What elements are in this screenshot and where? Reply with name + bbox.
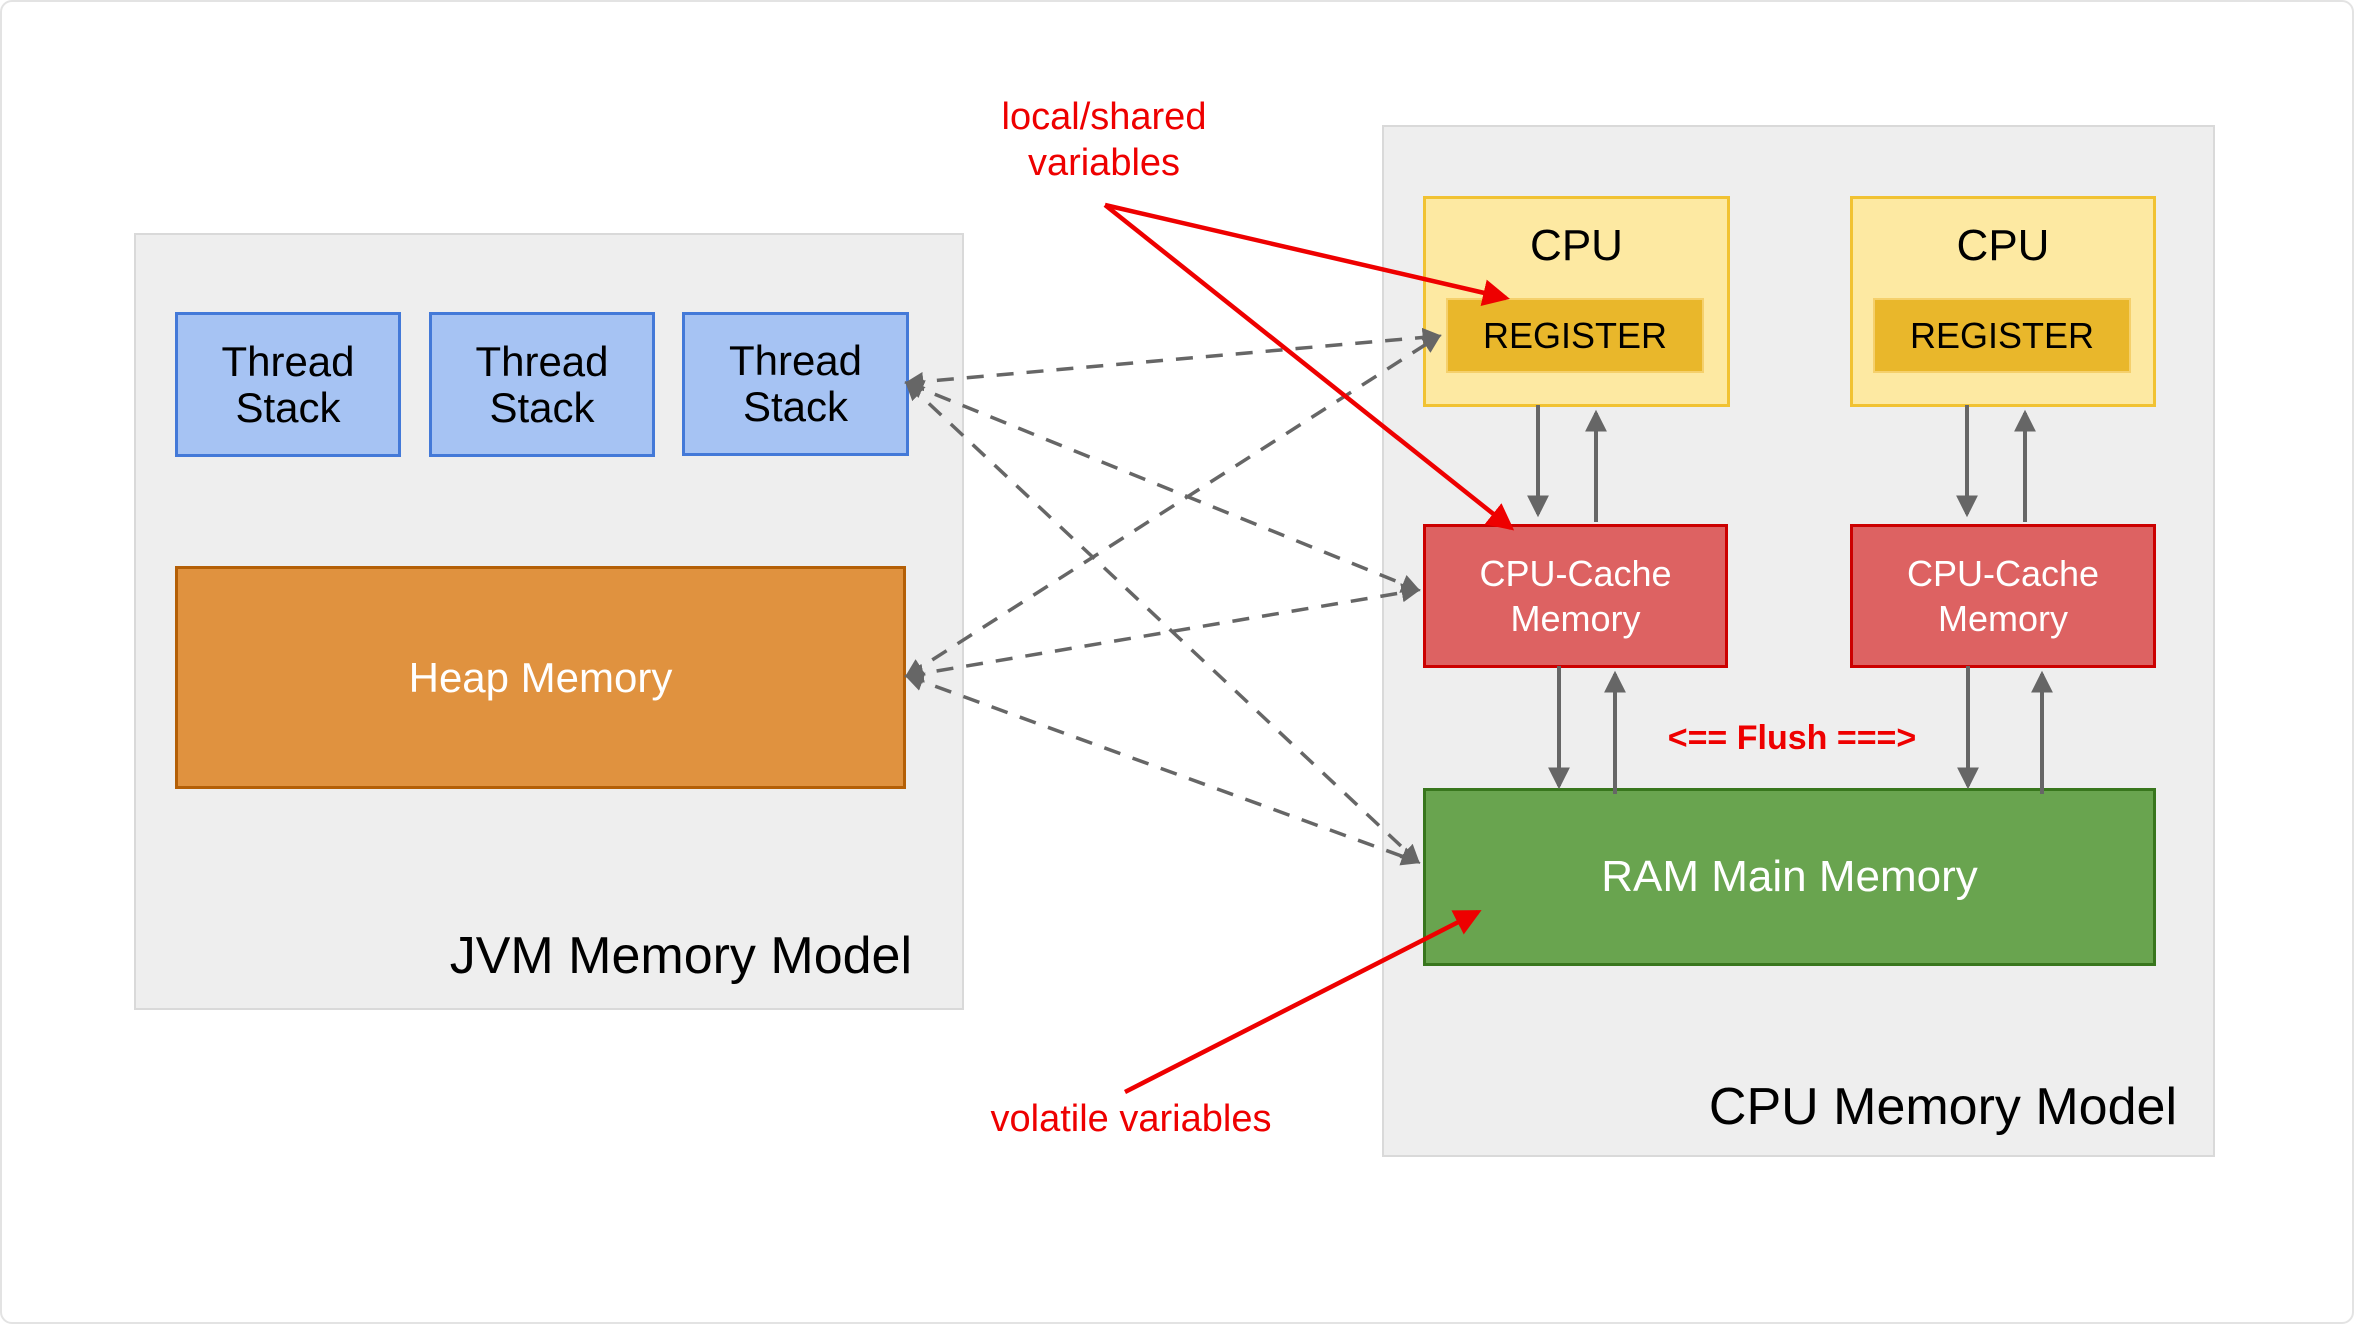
- dashed-arrow-threadstack-cache: [904, 380, 1421, 593]
- cpu-label: CPU: [1956, 221, 2050, 270]
- thread-stack-label: Thread Stack: [221, 337, 355, 431]
- thread-stack-box: Thread Stack: [175, 312, 401, 457]
- dashed-arrow-threadstack-ram: [904, 381, 1421, 864]
- heap-memory-label: Heap Memory: [408, 653, 673, 701]
- annotation-local-shared-variables: local/shared variables: [1001, 96, 1207, 184]
- cpu-panel: CPU REGISTER CPU REGISTER CPU-Cache Memo…: [1382, 125, 2215, 1157]
- dashed-arrow-heap-ram: [904, 672, 1421, 866]
- cpu-cache-label: CPU-Cache Memory: [1479, 553, 1672, 639]
- ram-main-memory-label: RAM Main Memory: [1601, 852, 1978, 901]
- annotation-volatile-variables: volatile variables: [990, 1098, 1272, 1140]
- dashed-arrow-heap-cache: [904, 583, 1421, 683]
- ram-main-memory-box: RAM Main Memory: [1423, 788, 2156, 966]
- cpu-label: CPU: [1530, 221, 1623, 270]
- register-box: REGISTER: [1446, 298, 1704, 373]
- cpu-cache-label: CPU-Cache Memory: [1906, 553, 2100, 639]
- jvm-panel-title: JVM Memory Model: [449, 927, 912, 985]
- annotation-flush: <== Flush ===>: [1667, 719, 1917, 757]
- dashed-arrow-heap-register: [904, 334, 1442, 678]
- register-box: REGISTER: [1873, 298, 2131, 373]
- thread-stack-label: Thread Stack: [475, 337, 609, 431]
- cpu-box: CPU REGISTER: [1850, 196, 2156, 407]
- heap-memory-box: Heap Memory: [175, 566, 906, 789]
- cpu-cache-box: CPU-Cache Memory: [1423, 524, 1728, 668]
- cpu-box: CPU REGISTER: [1423, 196, 1730, 407]
- thread-stack-box: Thread Stack: [682, 312, 909, 456]
- cpu-cache-box: CPU-Cache Memory: [1850, 524, 2156, 668]
- thread-stack-box: Thread Stack: [429, 312, 655, 457]
- jvm-panel: Thread Stack Thread Stack Thread Stack H…: [134, 233, 964, 1010]
- thread-stack-label: Thread Stack: [728, 337, 863, 430]
- dashed-arrow-threadstack-register: [904, 327, 1442, 392]
- cpu-panel-title: CPU Memory Model: [1708, 1078, 2177, 1136]
